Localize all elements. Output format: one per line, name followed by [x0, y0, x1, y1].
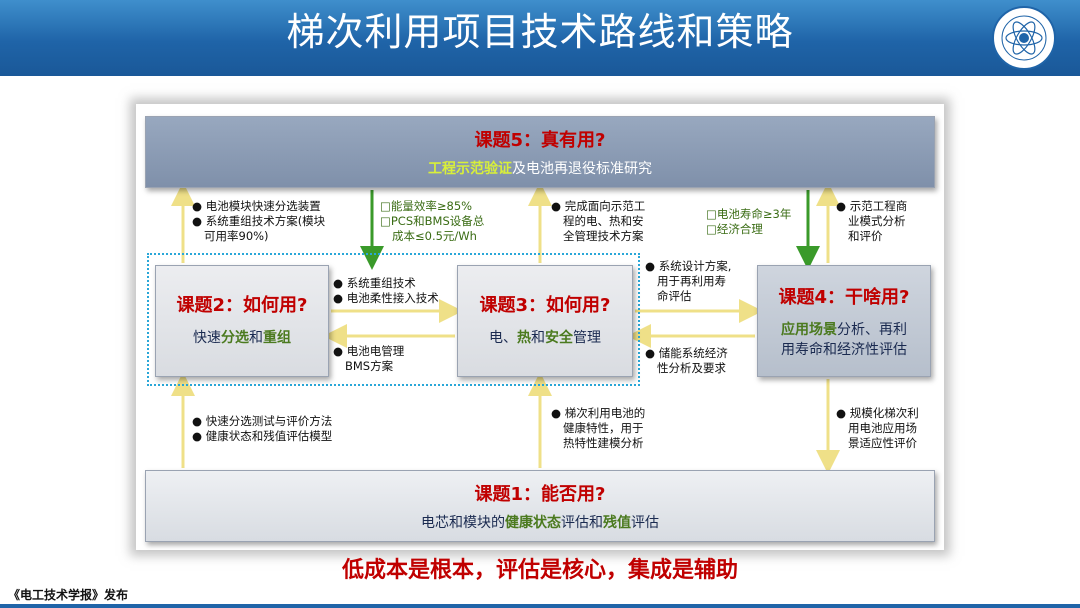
topic5-sub-rest: 及电池再退役标准研究: [512, 161, 652, 177]
note-line: ● 电池电管理: [333, 344, 405, 358]
topic2-box: 课题2：如何用? 快速分选和重组: [155, 265, 329, 377]
note-line: 程的电、热和安: [563, 214, 644, 228]
topic3-title: 课题3：如何用?: [479, 295, 611, 316]
topic5-title: 课题5：真有用?: [474, 130, 606, 151]
note-1-to-2: ● 快速分选测试与评价方法 ● 健康状态和残值评估模型: [192, 414, 332, 444]
note-line: 健康特性，用于: [563, 421, 644, 435]
topic3-sub-b: 和: [531, 330, 545, 346]
note-5-down: □能量效率≥85% □PCS和BMS设备总 成本≤0.5元/Wh: [380, 199, 484, 244]
note-1-to-3: ● 梯次利用电池的 健康特性，用于 热特性建模分析: [551, 406, 645, 451]
topic3-sub-a: 电、: [489, 330, 517, 346]
slogan: 低成本是根本，评估是核心，集成是辅助: [341, 558, 738, 583]
note-line: 业模式分析: [848, 214, 906, 228]
note-line: 成本≤0.5元/Wh: [392, 229, 477, 243]
note-line: ● 储能系统经济: [645, 346, 728, 360]
topic2-subtitle: 快速分选和重组: [156, 328, 328, 348]
note-line: 和评价: [848, 229, 883, 243]
topic3-subtitle: 电、热和安全管理: [458, 328, 632, 348]
topic2-sub-hl1: 分选: [221, 330, 249, 346]
topic5-box: 课题5：真有用? 工程示范验证及电池再退役标准研究: [145, 116, 935, 188]
topic1-sub-hl1: 健康状态: [505, 515, 561, 531]
topic3-sub-hl2: 安全: [545, 330, 573, 346]
cas-emblem-icon: [992, 6, 1056, 70]
note-line: 热特性建模分析: [563, 436, 644, 450]
note-line: 景适应性评价: [848, 436, 917, 450]
topic3-sub-c: 管理: [573, 330, 601, 346]
topic3-box: 课题3：如何用? 电、热和安全管理: [457, 265, 633, 377]
note-line: ● 完成面向示范工: [551, 199, 646, 213]
topic2-sub-b: 和: [249, 330, 263, 346]
topic3-sub-hl1: 热: [517, 330, 531, 346]
note-4-to-1: ● 规模化梯次利 用电池应用场 景适应性评价: [836, 406, 919, 451]
note-line: ● 示范工程商: [836, 199, 908, 213]
note-line: ● 梯次利用电池的: [551, 406, 646, 420]
header-bar: [0, 0, 1080, 76]
note-line: ● 规模化梯次利: [836, 406, 919, 420]
topic2-sub-a: 快速: [193, 330, 221, 346]
note-line: ● 快速分选测试与评价方法: [192, 414, 333, 428]
note-3-to-2: ● 电池电管理 BMS方案: [333, 344, 404, 374]
topic2-title: 课题2：如何用?: [176, 295, 308, 316]
note-2-up: ● 电池模块快速分选装置 ● 系统重组技术方案(模块 可用率90%): [192, 199, 325, 244]
note-line: □能量效率≥85%: [380, 199, 473, 213]
note-line: ● 系统重组技术方案(模块: [192, 214, 326, 228]
note-line: 全管理技术方案: [563, 229, 644, 243]
topic1-sub-hl2: 残值: [603, 515, 631, 531]
note-line: ● 电池模块快速分选装置: [192, 199, 321, 213]
topic4-sub-line2: 用寿命和经济性评估: [781, 342, 907, 358]
topic1-title: 课题1：能否用?: [474, 484, 606, 505]
note-line: □电池寿命≥3年: [706, 207, 792, 221]
topic1-sub-b: 评估和: [561, 515, 603, 531]
note-line: ● 健康状态和残值评估模型: [192, 429, 333, 443]
note-line: 性分析及要求: [657, 361, 726, 375]
note-3-up: ● 完成面向示范工 程的电、热和安 全管理技术方案: [551, 199, 645, 244]
topic4-sub-rest: 分析、再利: [837, 322, 907, 338]
topic5-sub-highlight: 工程示范验证: [428, 161, 512, 177]
page-title: 梯次利用项目技术路线和策略: [286, 10, 794, 54]
note-2-to-3: ● 系统重组技术 ● 电池柔性接入技术: [333, 276, 439, 306]
note-line: □PCS和BMS设备总: [380, 214, 485, 228]
note-3-to-4: ● 系统设计方案, 用于再利用寿 命评估: [645, 259, 731, 304]
note-line: ● 电池柔性接入技术: [333, 291, 439, 305]
topic4-title: 课题4：干啥用?: [778, 287, 910, 308]
note-line: ● 系统设计方案,: [645, 259, 732, 273]
note-line: 用电池应用场: [848, 421, 917, 435]
topic4-sub-hl: 应用场景: [781, 322, 837, 338]
note-line: BMS方案: [345, 359, 394, 373]
topic1-sub-a: 电芯和模块的: [421, 515, 505, 531]
note-5-down-4: □电池寿命≥3年 □经济合理: [706, 207, 791, 237]
note-4-to-3: ● 储能系统经济 性分析及要求: [645, 346, 728, 376]
topic5-subtitle: 工程示范验证及电池再退役标准研究: [146, 159, 934, 179]
topic4-sub-line1: 应用场景分析、再利: [758, 320, 930, 340]
topic1-subtitle: 电芯和模块的健康状态评估和残值评估: [146, 513, 934, 533]
topic1-sub-c: 评估: [631, 515, 659, 531]
topic1-box: 课题1：能否用? 电芯和模块的健康状态评估和残值评估: [145, 470, 935, 542]
note-4-up: ● 示范工程商 业模式分析 和评价: [836, 199, 907, 244]
note-line: 可用率90%): [204, 229, 269, 243]
topic2-3-group: [147, 253, 640, 386]
note-line: ● 系统重组技术: [333, 276, 416, 290]
note-line: 命评估: [657, 289, 692, 303]
topic4-box: 课题4：干啥用? 应用场景分析、再利 用寿命和经济性评估: [757, 265, 931, 377]
note-line: □经济合理: [706, 222, 763, 236]
note-line: 用于再利用寿: [657, 274, 726, 288]
topic2-sub-hl2: 重组: [263, 330, 291, 346]
bottom-bar: [0, 604, 1080, 608]
footer-credit: 《电工技术学报》发布: [8, 588, 129, 602]
